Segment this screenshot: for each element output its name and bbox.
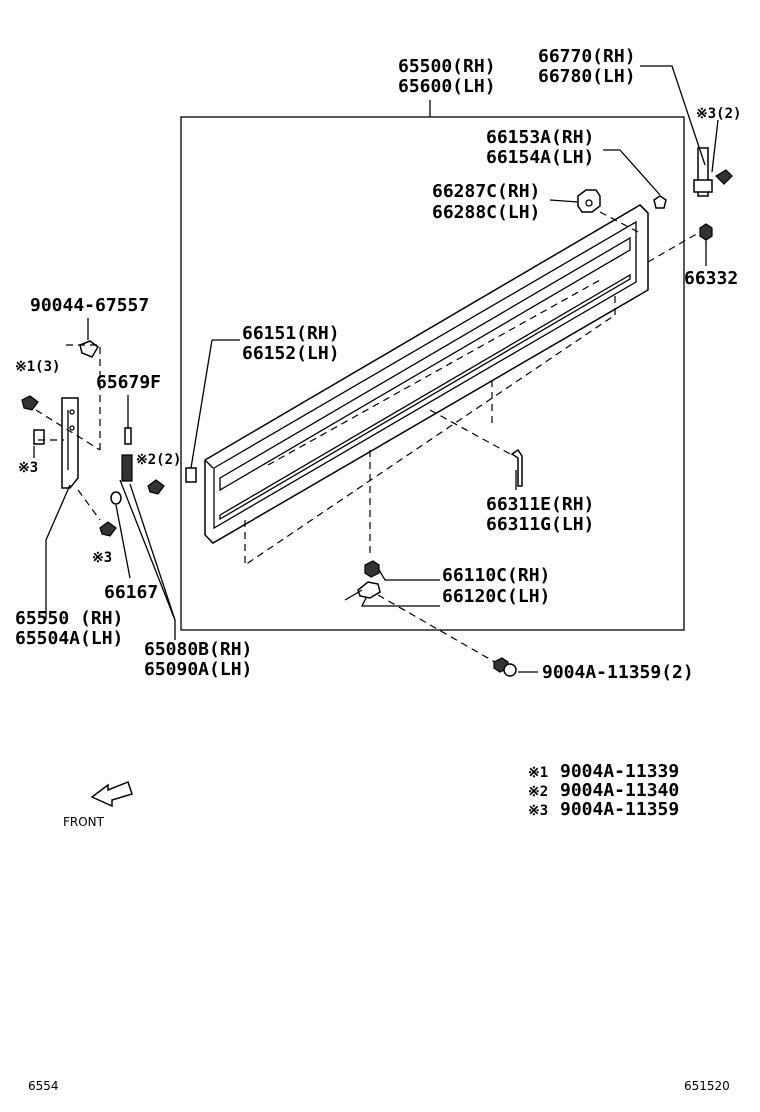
legend-part-2: 9004A-11340 <box>560 780 679 801</box>
note-2-2: ※2(2) <box>136 452 181 468</box>
bracket-66110c <box>344 560 381 601</box>
bolt-note2 <box>147 479 165 495</box>
label-66311g: 66311G(LH) <box>486 514 594 535</box>
legend-part-3: 9004A-11359 <box>560 799 679 820</box>
screw-note3 <box>33 429 45 445</box>
side-panel-rail <box>204 204 649 544</box>
legend-part-1: 9004A-11339 <box>560 761 679 782</box>
label-66287c: 66287C(RH) <box>432 181 540 202</box>
label-66151: 66151(RH) <box>242 323 340 344</box>
label-65550: 65550 (RH) <box>15 608 123 629</box>
label-66152: 66152(LH) <box>242 343 340 364</box>
label-66154a: 66154A(LH) <box>486 147 594 168</box>
label-90044: 90044-67557 <box>30 295 149 316</box>
bracket-65550 <box>61 397 79 489</box>
front-arrow-icon <box>90 781 133 808</box>
label-65679f: 65679F <box>96 372 161 393</box>
bolt-note1 <box>21 395 39 411</box>
label-65090a: 65090A(LH) <box>144 659 252 680</box>
label-65500: 65500(RH) <box>398 56 496 77</box>
bolt-note3b <box>99 521 117 537</box>
label-66153a: 66153A(RH) <box>486 127 594 148</box>
legend-mark-3: ※3 <box>528 803 548 819</box>
label-9004a: 9004A-11359(2) <box>542 662 694 683</box>
note-3-2-top: ※3(2) <box>696 106 741 122</box>
rod-65679f <box>121 427 133 482</box>
label-66120c: 66120C(LH) <box>442 586 550 607</box>
label-65504a: 65504A(LH) <box>15 628 123 649</box>
label-66167: 66167 <box>104 582 158 603</box>
clip-66151 <box>185 467 197 483</box>
legend-mark-1: ※1 <box>528 765 548 781</box>
note-1-3: ※1(3) <box>15 359 60 375</box>
label-66110c: 66110C(RH) <box>442 565 550 586</box>
label-66780: 66780(LH) <box>538 66 636 87</box>
label-65600: 65600(LH) <box>398 76 496 97</box>
clip-66311e <box>510 448 523 487</box>
note-3-a: ※3 <box>18 460 38 476</box>
footer-left-code: 6554 <box>28 1079 59 1093</box>
label-65080b: 65080B(RH) <box>144 639 252 660</box>
clip-66153a <box>653 195 667 209</box>
bolt-9004a <box>493 657 517 677</box>
front-label: FRONT <box>63 815 105 829</box>
cap-66287c <box>577 189 601 213</box>
label-66770: 66770(RH) <box>538 46 636 67</box>
legend-mark-2: ※2 <box>528 784 548 800</box>
label-66288c: 66288C(LH) <box>432 202 540 223</box>
nut-66332 <box>699 223 713 241</box>
cap-90044 <box>79 340 99 358</box>
footer-right-code: 651520 <box>684 1079 730 1093</box>
label-66311e: 66311E(RH) <box>486 494 594 515</box>
legend: ※1 9004A-11339 ※2 9004A-11340 ※3 9004A-1… <box>528 761 679 820</box>
grommet-66167 <box>110 491 122 505</box>
hinge-66770 <box>693 147 733 197</box>
assembly-box <box>180 116 685 631</box>
label-66332: 66332 <box>684 268 738 289</box>
note-3-b: ※3 <box>92 550 112 566</box>
